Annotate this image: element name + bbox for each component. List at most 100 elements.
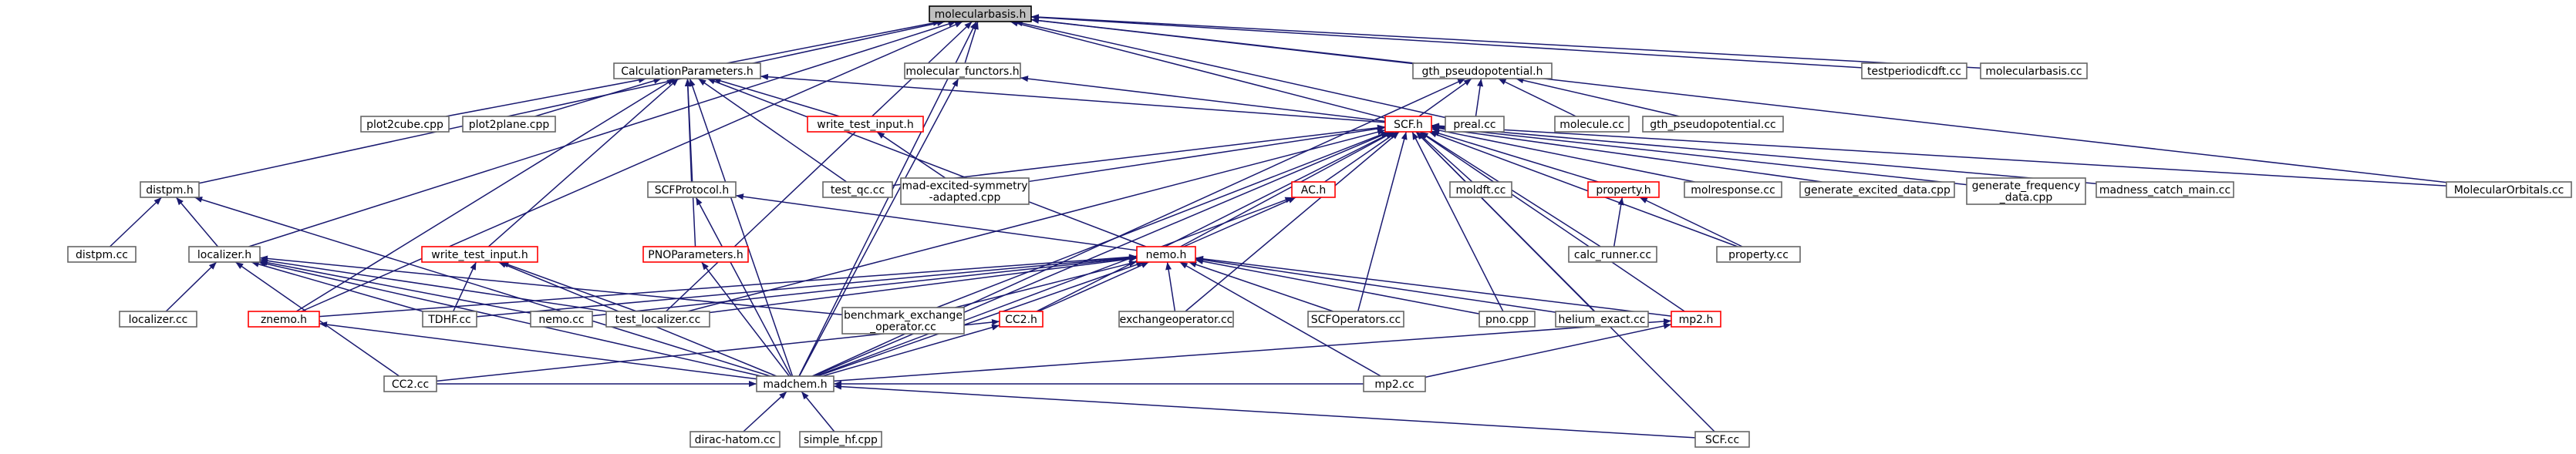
node-molecule-cc[interactable]: molecule.cc — [1554, 116, 1630, 133]
node-box — [841, 307, 965, 335]
node-test-localizer-cc[interactable]: test_localizer.cc — [605, 311, 710, 328]
node-box — [999, 311, 1044, 328]
edge-tdhf_cc-to-nemo_h — [476, 254, 1138, 318]
node-box — [2446, 181, 2572, 198]
node-pnoparams-h[interactable]: PNOParameters.h — [642, 246, 749, 263]
node-exchangeop-cc[interactable]: exchangeoperator.cc — [1118, 311, 1234, 328]
edge-molecularorbitals_cc-to-scf_h — [1431, 123, 2447, 187]
edge-test_localizer_cc-to-scf_h — [687, 129, 1386, 312]
node-znemo-h[interactable]: znemo.h — [248, 311, 320, 328]
node-box — [1642, 116, 1784, 133]
node-gth-cc[interactable]: gth_pseudopotential.cc — [1642, 116, 1784, 133]
edge-scf_h-to-molecularbasis_h — [1010, 20, 1386, 119]
node-gen-excited-cpp[interactable]: generate_excited_data.cpp — [1799, 181, 1955, 198]
edge-benchmark_cc-to-nemo_h — [955, 261, 1138, 308]
node-tdhf-cc[interactable]: TDHF.cc — [422, 311, 477, 328]
node-property-h[interactable]: property.h — [1587, 181, 1660, 198]
node-localizer-h[interactable]: localizer.h — [188, 246, 261, 263]
node-box — [1479, 311, 1536, 328]
node-helium-exact-cc[interactable]: helium_exact.cc — [1555, 311, 1649, 328]
node-label: distpm.cc — [76, 249, 128, 261]
node-label: benchmark_exchange — [844, 310, 963, 322]
node-box — [67, 246, 137, 263]
edge-scf_h-to-gth_h — [1418, 78, 1472, 117]
node-simple-hf-cpp[interactable]: simple_hf.cpp — [799, 431, 882, 448]
node-box — [756, 375, 835, 392]
node-madchem-h[interactable]: madchem.h — [756, 375, 835, 392]
edge-scfoperators_cc-to-nemo_h — [1189, 261, 1334, 312]
node-box — [1684, 181, 1782, 198]
node-scf-h[interactable]: SCF.h — [1384, 116, 1432, 133]
node-write-test-input-h-b[interactable]: write_test_input.h — [421, 246, 538, 263]
node-box — [929, 5, 1032, 22]
edge-simple_hf_cpp-to-madchem_h — [801, 391, 835, 432]
edge-write_test_input_h_a-to-calcparams_h — [713, 78, 840, 117]
edge-molecule_cc-to-gth_h — [1498, 78, 1576, 117]
node-preal-cc[interactable]: preal.cc — [1445, 116, 1505, 133]
node-gth-h[interactable]: gth_pseudopotential.h — [1412, 62, 1553, 79]
node-madness-catch-cc[interactable]: madness_catch_main.cc — [2096, 181, 2234, 198]
node-plot2plane-cpp[interactable]: plot2plane.cpp — [462, 116, 556, 133]
node-calc-runner-cc[interactable]: calc_runner.cc — [1568, 246, 1657, 263]
node-calcparams-h[interactable]: CalculationParameters.h — [613, 62, 761, 79]
node-property-cc[interactable]: property.cc — [1716, 246, 1801, 263]
edge-test_localizer_cc-to-localizer_h — [259, 257, 607, 312]
node-cc2-cc[interactable]: CC2.cc — [383, 375, 437, 392]
node-box — [1980, 62, 2088, 79]
node-nemo-cc[interactable]: nemo.cc — [530, 311, 593, 328]
node-moldft-cc[interactable]: moldft.cc — [1449, 181, 1512, 198]
edge-mad_excited_cpp-to-scf_h — [1028, 126, 1386, 183]
node-localizer-cc[interactable]: localizer.cc — [119, 311, 197, 328]
node-distpm-cc[interactable]: distpm.cc — [67, 246, 137, 263]
node-label: localizer.cc — [129, 314, 188, 326]
edge-calc_runner_cc-to-property_h — [1613, 197, 1624, 247]
node-molecularbasis-cc[interactable]: molecularbasis.cc — [1980, 62, 2088, 79]
edge-scf_h-to-calcparams_h — [760, 73, 1386, 123]
node-mp2-h[interactable]: mp2.h — [1671, 311, 1721, 328]
node-write-test-input-h-a[interactable]: write_test_input.h — [807, 116, 924, 133]
edge-test_localizer_cc-to-nemo_h — [709, 256, 1138, 314]
edge-ac_h-to-scf_h — [1324, 131, 1398, 183]
node-gen-freq-cpp[interactable]: generate_frequency_data.cpp — [1966, 177, 2086, 205]
edge-madchem_h-to-localizer_h — [258, 261, 762, 377]
node-mp2-cc[interactable]: mp2.cc — [1363, 375, 1426, 392]
node-scfprotocol-h[interactable]: SCFProtocol.h — [647, 181, 737, 198]
node-molresponse-cc[interactable]: molresponse.cc — [1684, 181, 1782, 198]
edge-distpm_cc-to-distpm_h — [109, 197, 163, 247]
node-nemo-h[interactable]: nemo.h — [1136, 246, 1196, 263]
edge-madchem_h-to-nemo_h — [817, 261, 1145, 377]
node-pno-cpp[interactable]: pno.cpp — [1479, 311, 1536, 328]
node-distpm-h[interactable]: distpm.h — [140, 181, 200, 198]
node-mad-excited-cpp[interactable]: mad-excited-symmetry-adapted.cpp — [900, 177, 1030, 205]
node-label: plot2cube.cpp — [366, 119, 443, 131]
node-ac-h[interactable]: AC.h — [1291, 181, 1336, 198]
node-label: plot2plane.cpp — [469, 119, 550, 131]
node-box — [1861, 62, 1967, 79]
node-test-qc-cc[interactable]: test_qc.cc — [822, 181, 893, 198]
node-scf-cc[interactable]: SCF.cc — [1694, 431, 1750, 448]
node-molfunctors-h[interactable]: molecular_functors.h — [904, 62, 1021, 79]
node-benchmark-cc[interactable]: benchmark_exchange_operator.cc — [841, 307, 965, 335]
node-box — [1307, 311, 1404, 328]
node-label: molecule.cc — [1559, 119, 1624, 131]
edge-mp2_h-to-nemo_h — [1195, 255, 1672, 317]
node-box — [904, 62, 1021, 79]
node-testperiodicdft-cc[interactable]: testperiodicdft.cc — [1861, 62, 1967, 79]
node-scfoperators-cc[interactable]: SCFOperators.cc — [1307, 311, 1404, 328]
node-box — [1412, 62, 1553, 79]
node-label: property.cc — [1728, 249, 1789, 261]
edge-plot2plane_cpp-to-calcparams_h — [534, 78, 662, 117]
edge-madchem_h-to-pnoparams_h — [701, 261, 790, 377]
node-plot2cube-cpp[interactable]: plot2cube.cpp — [360, 116, 450, 133]
node-dirac-hatom-cc[interactable]: dirac-hatom.cc — [690, 431, 781, 448]
node-label: dirac-hatom.cc — [695, 434, 776, 446]
edge-preal_cc-to-molecularbasis_h — [1014, 20, 1446, 119]
node-box — [900, 177, 1030, 205]
edge-cc2_h-to-nemo_h — [1038, 261, 1149, 312]
node-molecularorbitals-cc[interactable]: MolecularOrbitals.cc — [2446, 181, 2572, 198]
node-cc2-h[interactable]: CC2.h — [999, 311, 1044, 328]
node-box — [642, 246, 749, 263]
node-label: test_localizer.cc — [615, 314, 701, 326]
